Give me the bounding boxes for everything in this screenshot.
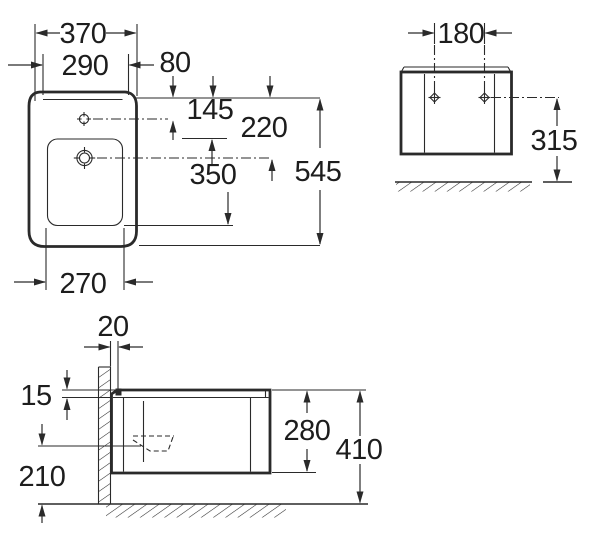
side-body-outline — [110, 388, 272, 475]
bidet-body-outline — [27, 90, 138, 248]
dim-145: 145 — [187, 76, 234, 164]
body-outer-shape — [27, 90, 138, 248]
dim-370-label: 370 — [60, 18, 107, 50]
fixing-hole-mark-right — [478, 91, 491, 104]
dim-410-label: 410 — [336, 434, 383, 466]
drain-hole-mark — [73, 147, 96, 169]
side-extension-lines — [62, 341, 366, 474]
dim-350: 350 — [190, 159, 237, 225]
fixing-hole-mark-left — [428, 91, 441, 104]
dim-370: 370 — [35, 18, 137, 50]
dim-290: 290 — [8, 50, 154, 82]
dim-20-label: 20 — [97, 311, 128, 343]
dim-545: 545 — [295, 98, 342, 245]
dim-290-label: 290 — [62, 50, 109, 82]
dim-280-label: 280 — [284, 415, 331, 447]
dim-220-label: 220 — [241, 112, 288, 144]
dim-80-label: 80 — [159, 47, 190, 79]
plan-view: 370 290 80 145 220 350 — [8, 18, 342, 300]
dim-15-label: 15 — [20, 380, 51, 412]
dim-545-label: 545 — [295, 156, 342, 188]
side-floor — [38, 503, 368, 518]
dim-210: 210 — [19, 424, 66, 523]
inner-bowl — [46, 138, 124, 227]
dim-270-label: 270 — [60, 268, 107, 300]
dim-350-label: 350 — [190, 159, 237, 191]
rear-view: 180 315 — [395, 18, 578, 192]
plan-extension-lines — [34, 24, 320, 290]
side-view: 20 15 210 280 410 — [19, 311, 383, 523]
rear-floor — [395, 181, 572, 192]
dim-220: 220 — [241, 76, 288, 181]
dim-20: 20 — [84, 311, 143, 351]
rear-body-outline — [399, 66, 513, 156]
dim-315-label: 315 — [531, 125, 578, 157]
tap-hole-mark — [77, 112, 91, 126]
dim-410: 410 — [336, 390, 383, 504]
rim-corner-section — [115, 388, 122, 396]
dim-315: 315 — [531, 98, 578, 182]
dim-180: 180 — [408, 18, 512, 50]
dim-15: 15 — [20, 370, 71, 420]
dim-270: 270 — [14, 268, 153, 300]
dim-180-label: 180 — [438, 18, 485, 50]
dim-280: 280 — [284, 390, 331, 472]
dim-80: 80 — [159, 47, 191, 140]
wall-section — [97, 366, 112, 504]
dim-145-label: 145 — [187, 94, 234, 126]
dim-210-label: 210 — [19, 461, 66, 493]
water-trap-dashed-outline — [132, 435, 174, 452]
